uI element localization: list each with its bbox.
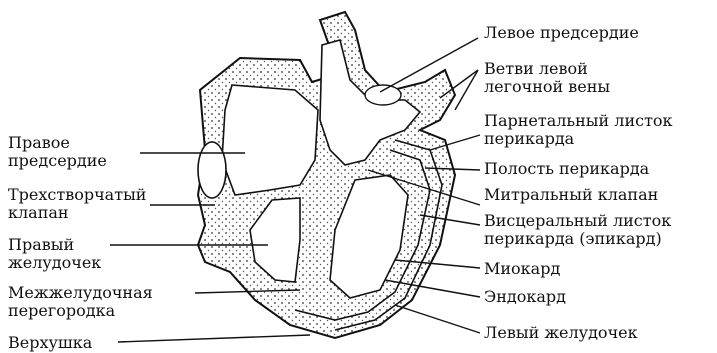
label-left-ventricle: Левый желудочек bbox=[484, 324, 638, 342]
label-visceral-pericardium: Висцеральный листок перикарда (эпикард) bbox=[484, 212, 671, 248]
label-endocardium: Эндокард bbox=[484, 288, 566, 306]
label-right-atrium: Правое предсердие bbox=[8, 134, 107, 170]
label-pulmonary-vein-branches: Ветви левой легочной вены bbox=[484, 60, 610, 96]
label-right-ventricle: Правый желудочек bbox=[8, 236, 101, 272]
label-pericardial-cavity: Полость перикарда bbox=[484, 160, 649, 178]
label-apex: Верхушка bbox=[8, 334, 92, 352]
pulmonary-vein-opening bbox=[365, 85, 401, 105]
label-left-atrium: Левое предсердие bbox=[484, 24, 639, 42]
label-interventricular-septum: Межжелудочная перегородка bbox=[8, 284, 153, 320]
label-mitral-valve: Митральный клапан bbox=[484, 186, 658, 204]
right-atrium-cavity bbox=[222, 85, 318, 195]
label-tricuspid-valve: Трехстворчатый клапан bbox=[8, 186, 146, 222]
vena-cava-opening bbox=[198, 142, 226, 198]
label-parietal-pericardium: Парнетальный листок перикарда bbox=[484, 112, 673, 148]
label-myocardium: Миокард bbox=[484, 260, 560, 278]
